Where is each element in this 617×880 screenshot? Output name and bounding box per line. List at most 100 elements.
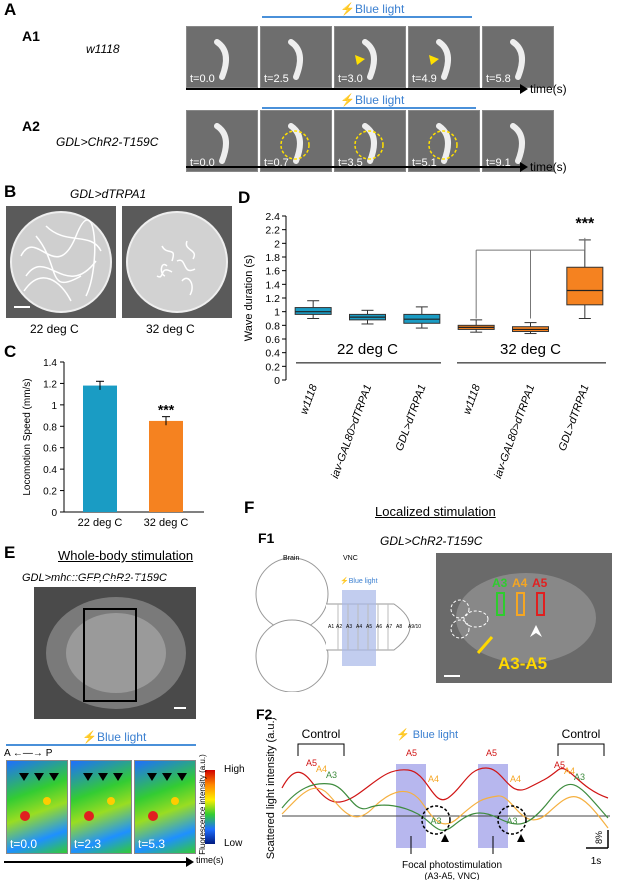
blue-light-bar-e [6,744,196,746]
heatmap-frame-2: t=5.3 [134,760,196,854]
larva-frame-image [510,123,525,164]
control-label-left: Control [302,727,341,741]
trace-label-stim2-a5: A5 [486,748,497,758]
segment-label-A5: A5 [366,624,373,630]
plate-label-32c: 32 deg C [146,322,195,336]
y-tick-label: 0.2 [265,361,280,373]
segment-label-A2: A2 [336,624,343,630]
genotype-w1118: w1118 [86,42,120,56]
y-tick-label: 1.4 [43,358,57,369]
frame-time-label: t=5.3 [138,837,166,851]
segment-label-A6: A6 [376,624,383,630]
x-tick-label-5: GDL>dTRPA1 [556,383,591,453]
a1-frames-frame-4: t=5.8 [482,26,554,88]
a2-frames-frame-2: t=3.5 [334,110,406,172]
larva-frame-image [429,39,451,80]
y-tick-label: 0.4 [43,465,57,476]
circle-label-2: A3 [506,816,517,826]
trace-label-l-A4: A4 [316,764,327,774]
genotype-chr2: GDL>ChR2-T159C [56,135,159,149]
segment-label-A1: A1 [328,624,335,630]
genotype-f: GDL>ChR2-T159C [380,534,483,548]
trace-label-r-A3: A3 [574,772,585,782]
control-bracket-left [297,743,345,756]
larva-frame-image [510,39,525,80]
x-tick-label-0: w1118 [298,382,320,416]
box-0 [294,307,332,315]
y-tick-label: 1.4 [265,279,280,291]
colorbar-label: Fluorescence intensity (a.u.) [197,754,207,855]
blue-light-label-e: ⚡Blue light [82,730,147,744]
x-tick-label-1: 32 deg C [144,517,189,529]
group-label-22c: 22 deg C [337,341,398,358]
panel-label-b: B [4,182,17,201]
axis-a-label: A [68,573,76,585]
frame-time-label: t=4.9 [412,73,437,85]
a2-frames-frame-1: t=0.7 [260,110,332,172]
trace-label-l-A5: A5 [306,758,317,768]
panel-label-f2: F2 [256,706,273,722]
focal-note: Focal photostimulation [402,860,502,871]
stim-band-1 [396,764,426,848]
y-tick-label: 0.2 [43,487,57,498]
significance-label: *** [158,402,175,418]
circle-label-1: A3 [430,816,441,826]
y-tick-label: 1.2 [43,379,57,390]
a2-frames-frame-3: t=5.1 [408,110,480,172]
a1-frames-frame-2: t=3.0 [334,26,406,88]
photo-seg-label-A5: A5 [532,576,548,590]
axis-arrow-ap [80,579,130,580]
trace-a5 [281,767,609,803]
trace-label-stim2-a4: A4 [510,774,521,784]
photo-seg-marker-A4 [516,592,525,616]
heatmap-image [19,773,59,821]
blue-light-label-f2: ⚡ Blue light [396,728,458,741]
y-tick-label: 0 [51,508,57,519]
segment-label-A3: A3 [346,624,353,630]
trace-label-stim1-a5: A5 [406,748,417,758]
a1-frames-frame-1: t=2.5 [260,26,332,88]
x-tick-label-3: w1118 [461,382,483,416]
y-tick-label: 1.2 [265,293,280,305]
blue-light-text-f1: Blue light [348,578,378,585]
axis-p-small: P [45,748,53,759]
control-bracket-right [557,743,605,756]
x-tick-label-2: GDL>dTRPA1 [393,383,428,453]
segment-label-A7: A7 [386,624,393,630]
y-tick-label: 0.8 [43,422,57,433]
box-5 [566,266,604,306]
panel-label-f1: F1 [258,530,275,546]
time-axis-e [4,861,188,863]
panel-label-d: D [238,188,251,207]
photo-seg-label-A3: A3 [492,576,508,590]
frame-time-label: t=0.0 [190,73,215,85]
plate-22c [6,206,116,318]
blue-light-text: Blue light [354,93,405,107]
frame-time-label: t=2.3 [74,837,102,851]
y-tick-label: 2.4 [265,211,280,223]
vnc-photo-svg [444,573,596,677]
stim-band-2 [478,764,508,848]
frame-time-label: t=5.8 [486,73,511,85]
larva-image-e: A P [34,573,196,719]
segment-label-A4: A4 [356,624,363,630]
time-label-a2: time(s) [530,160,567,174]
heatmap-frame-1: t=2.3 [70,760,132,854]
arrowhead-1 [441,834,449,842]
y-axis-label: Scattered light intensity (a.u.) [265,718,277,859]
larva-frame-image [280,123,310,164]
larva-image-e-svg [46,597,186,709]
frame-time-label: t=3.0 [338,73,363,85]
blue-light-label-f1: ⚡Blue light [340,578,378,585]
larva-frame-image [214,39,229,80]
control-label-right: Control [562,727,601,741]
ap-indicator-e: A ←—→ P [4,748,53,759]
panel-label-a1: A1 [22,28,40,44]
colorbar-high: High [224,764,245,775]
x-tick-label-0: 22 deg C [78,517,123,529]
y-axis-label: Locomotion Speed (mm/s) [22,378,33,495]
vnc-photo [436,553,612,683]
y-tick-label: 0 [274,375,280,387]
y-tick-label: 1 [274,307,280,319]
photo-seg-marker-A5 [536,592,545,616]
